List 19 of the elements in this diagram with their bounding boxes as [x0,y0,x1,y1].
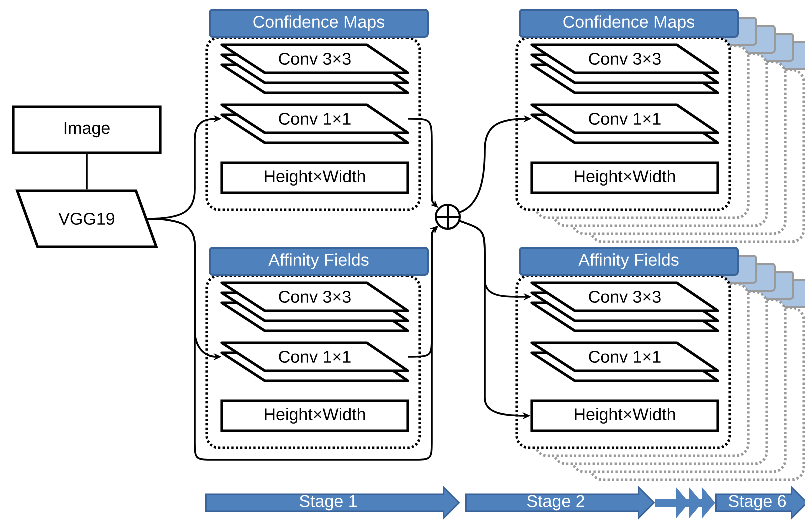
layer-stack: Conv 1×1 [530,104,720,144]
output-box: Height×Width [530,400,720,432]
layer-stack: Conv 3×3 [530,44,720,94]
connector-line [86,154,88,190]
output-box: Height×Width [530,162,720,194]
layer-stack: Conv 3×3 [530,282,720,332]
heading-tab: Affinity Fields [519,247,740,276]
layer-stack: Conv 3×3 [220,282,410,332]
input-box: Image [12,106,162,154]
output-box: Height×Width [220,162,410,194]
heading-tab: Confidence Maps [519,9,740,38]
layer-stack: Conv 3×3 [220,44,410,94]
heading-tab: Affinity Fields [209,247,429,276]
heading-tab: Confidence Maps [209,9,429,38]
output-box: Height×Width [220,400,410,432]
layer-stack: Conv 1×1 [220,342,410,382]
sum-circle [435,204,461,230]
layer-stack: Conv 1×1 [530,342,720,382]
layer-stack: Conv 1×1 [220,104,410,144]
